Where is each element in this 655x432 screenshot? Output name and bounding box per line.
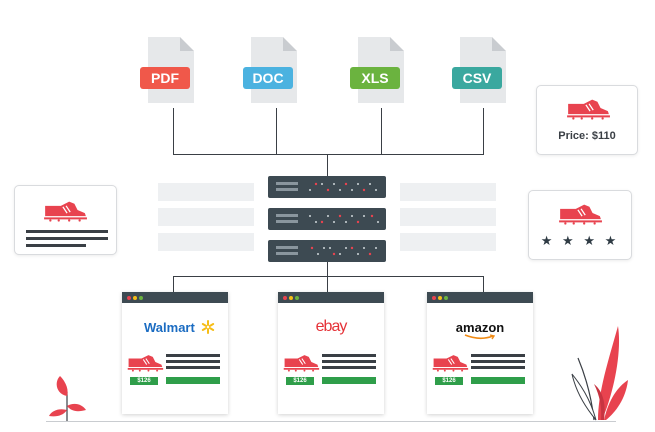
walmart-spark-icon [201,320,215,334]
shoe-icon [282,352,320,372]
star-icon: ★ [604,233,620,248]
add-to-cart-bar [166,377,220,384]
ghost-server-icon [158,183,254,201]
ground-line [46,421,616,422]
close-dot-icon [432,295,436,300]
ebay-logo-text: ebay [315,318,348,335]
csv-tag: CSV [452,67,502,89]
connector-line [483,276,484,292]
minimize-dot-icon [438,295,442,300]
plant-icon [571,326,628,421]
maximize-dot-icon [295,295,299,300]
star-icon: ★ [540,233,556,248]
amazon-browser-window: amazon $126 [427,292,533,414]
connector-line [173,276,174,292]
text-line [26,230,108,233]
pdf-document-icon: PDF [140,37,200,103]
text-line [26,244,86,247]
price-label: Price: $110 [558,130,616,142]
text-line [166,360,220,363]
minimize-dot-icon [133,295,137,300]
shoe-icon [557,201,603,225]
browser-titlebar [427,292,533,303]
ghost-server-icon [158,233,254,251]
star-icon: ★ [562,233,577,248]
star-rating: ★ ★ ★ ★ [529,233,631,249]
add-to-cart-bar [322,377,376,384]
text-line [166,366,220,369]
text-line [322,360,376,363]
maximize-dot-icon [139,295,143,300]
connector-line [173,276,484,277]
xls-tag: XLS [350,67,400,89]
shoe-icon [431,352,469,372]
amazon-logo: amazon [455,320,505,335]
product-description-card [14,185,117,255]
connector-line [276,108,277,154]
text-line [471,366,525,369]
shoe-icon [42,198,88,222]
text-line [471,360,525,363]
csv-document-icon: CSV [452,37,512,103]
price-tag: $126 [435,377,463,385]
shoe-icon [126,352,164,372]
connector-line [327,154,328,176]
connector-line [173,154,484,155]
add-to-cart-bar [471,377,525,384]
doc-document-icon: DOC [243,37,303,103]
rating-card: ★ ★ ★ ★ [528,190,632,260]
browser-titlebar [278,292,384,303]
text-line [26,237,108,240]
ebay-logo: ebay [278,318,384,336]
ghost-server-icon [400,183,496,201]
ghost-server-icon [158,208,254,226]
pdf-tag: PDF [140,67,190,89]
close-dot-icon [127,295,131,300]
ghost-server-icon [400,208,496,226]
amazon-smile-icon [464,334,496,340]
price-card: Price: $110 [536,85,638,155]
shoe-icon [565,96,611,120]
text-line [322,354,376,357]
doc-tag: DOC [243,67,293,89]
connector-line [483,108,484,154]
walmart-browser-window: Walmart $126 [122,292,228,414]
text-line [322,366,376,369]
xls-document-icon: XLS [350,37,410,103]
server-icon [268,176,386,198]
minimize-dot-icon [289,295,293,300]
ebay-browser-window: ebay $126 [278,292,384,414]
text-line [471,354,525,357]
connector-line [173,108,174,154]
server-icon [268,208,386,230]
walmart-logo: Walmart [144,320,195,335]
connector-line [327,262,328,276]
plant-icon [49,376,86,421]
text-line [166,354,220,357]
browser-titlebar [122,292,228,303]
maximize-dot-icon [444,295,448,300]
server-icon [268,240,386,262]
price-tag: $126 [130,377,158,385]
close-dot-icon [283,295,287,300]
connector-line [381,108,382,154]
star-icon: ★ [583,233,598,248]
ghost-server-icon [400,233,496,251]
price-tag: $126 [286,377,314,385]
connector-line [327,276,328,292]
